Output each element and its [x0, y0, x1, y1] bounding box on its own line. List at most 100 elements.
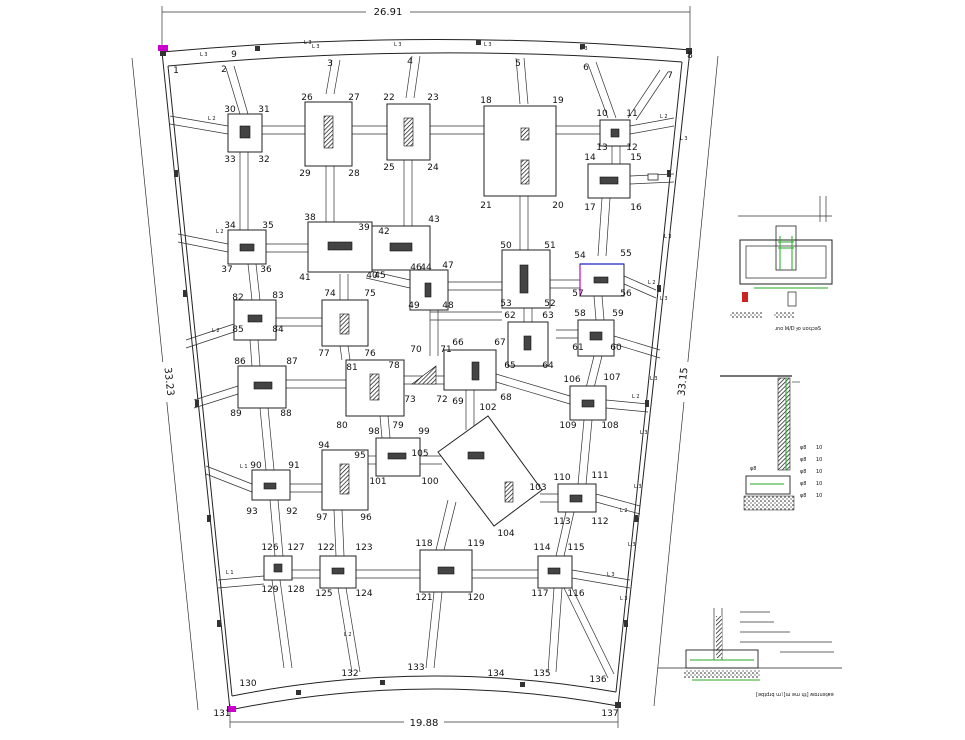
footing-corner-label: 76 [364, 349, 376, 359]
footing-corner-label: 75 [364, 289, 375, 299]
footing-corner-label: 85 [232, 325, 243, 335]
footing-f29 [419, 549, 473, 593]
footing-corner-label: 28 [348, 169, 360, 179]
footing-corner-label: 122 [317, 543, 334, 553]
footing-corner-label: 64 [542, 361, 554, 371]
footing-corner-label: 65 [504, 361, 515, 371]
footing-corner-label: 15 [630, 153, 641, 163]
beam-tag: L 1 [226, 570, 234, 576]
beam-tag: L 2 [216, 229, 224, 235]
footing-f22 [251, 469, 291, 501]
footing-corner-label: 36 [260, 265, 272, 275]
dimension-right-label: 33.15 [677, 367, 691, 397]
footing-corner-label: 32 [258, 155, 269, 165]
footing-f27 [263, 555, 293, 581]
footing-corner-label: 74 [324, 289, 336, 299]
footing-corner-label: 66 [452, 338, 464, 348]
dimension-left: 33.23 [131, 57, 199, 711]
footing-corner-label: 80 [336, 421, 348, 431]
footing-f26 [557, 483, 597, 513]
footing-corner-label: 35 [262, 221, 273, 231]
footing-corner-label: 124 [355, 589, 372, 599]
svg-text:10: 10 [816, 469, 822, 475]
dimension-bottom: 19.88 [229, 704, 619, 729]
footing-corner-label: 11 [626, 109, 637, 119]
footing-corner-label: 112 [591, 517, 608, 527]
footing-f1 [227, 113, 263, 153]
footing-f16 [577, 319, 615, 357]
detail-a-caption: ɹno ꟽ/Ɒ ɟo uoıʇɔǝS [775, 326, 821, 332]
footing-corner-label: 30 [224, 105, 236, 115]
perimeter-point-label: 3 [327, 59, 333, 69]
perimeter-point-label: 133 [407, 663, 424, 673]
svg-text:φ8: φ8 [800, 469, 806, 475]
footing-corner-label: 90 [250, 461, 262, 471]
beam-tag: L 3 [607, 572, 615, 578]
perimeter-point-label: 132 [341, 669, 358, 679]
svg-text:φ8: φ8 [800, 445, 806, 451]
perimeter-point-label: 131 [213, 709, 230, 719]
footing-f5 [599, 119, 631, 147]
footing-f12 [579, 263, 625, 297]
footing-corner-label: 108 [601, 421, 618, 431]
footing-corner-label: 91 [288, 461, 299, 471]
footing-f23 [321, 449, 369, 511]
perimeter-point-label: 130 [239, 679, 256, 689]
beam-tag: L 2 [648, 280, 656, 286]
svg-text:φ8: φ8 [800, 493, 806, 499]
footing-corner-label: 54 [574, 251, 586, 261]
footing-corner-label: 97 [316, 513, 327, 523]
footing-corner-label: 69 [452, 397, 464, 407]
footing-corner-label: 92 [286, 507, 297, 517]
svg-text:10: 10 [816, 445, 822, 451]
footing-corner-label: 68 [500, 393, 512, 403]
footing-corner-label: 86 [234, 357, 246, 367]
footing-f15 [507, 321, 549, 367]
footing-corner-label: 51 [544, 241, 555, 251]
beam-tag: L 2 [660, 114, 668, 120]
footing-corner-label: 50 [500, 241, 512, 251]
footing-corner-label: 67 [494, 338, 505, 348]
footing-corner-label: 83 [272, 291, 283, 301]
beam-tag: L 3 [680, 136, 688, 142]
footing-corner-label: 118 [415, 539, 432, 549]
footing-corner-label: 119 [467, 539, 484, 549]
beam-tag: L 3 [312, 44, 320, 50]
svg-text:φ8: φ8 [800, 457, 806, 463]
footing-corner-label: 98 [368, 427, 380, 437]
footing-corner-label: 114 [533, 543, 550, 553]
footing-corner-label: 73 [404, 395, 415, 405]
footing-f24 [375, 437, 421, 477]
beam-tag: L 3 [660, 296, 668, 302]
footing-corner-label: 106 [563, 375, 580, 385]
svg-text:10: 10 [816, 481, 822, 487]
footing-corner-label: 127 [287, 543, 304, 553]
beam-tag: L 3 [580, 46, 588, 52]
footing-f2 [304, 101, 353, 167]
dimension-left-label: 33.23 [162, 367, 176, 397]
perimeter-point-label: 7 [667, 71, 673, 81]
beam-tag: L 3 [664, 234, 672, 240]
footing-corner-label: 96 [360, 513, 372, 523]
beam-tag: L 3 [200, 52, 208, 58]
footing-corner-label: 123 [355, 543, 372, 553]
footing-corner-label: 23 [427, 93, 438, 103]
marker-top-left [158, 45, 168, 51]
beam-tag: L 3 [628, 542, 636, 548]
footing-f25 [437, 415, 543, 527]
footing-f28 [319, 555, 357, 589]
footing-corner-label: 103 [529, 483, 546, 493]
footing-corner-label: 110 [553, 473, 570, 483]
footing-corner-label: 88 [280, 409, 292, 419]
detail-a: ɹno ꟽ/Ɒ ɟo uoıʇɔǝS [730, 196, 833, 332]
footing-corner-label: 81 [346, 363, 357, 373]
footing-corner-label: 45 [374, 271, 385, 281]
footing-corner-label: 47 [442, 261, 453, 271]
perimeter-point-label: 137 [601, 709, 618, 719]
footing-f9 [371, 225, 431, 271]
footing-corner-label: 61 [572, 343, 583, 353]
footing-corner-label: 39 [358, 223, 370, 233]
